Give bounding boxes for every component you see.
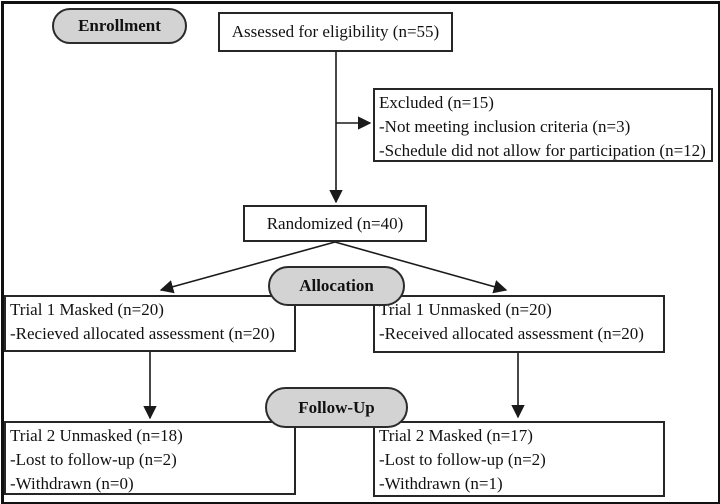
followup-stage-oval: Follow-Up — [265, 387, 408, 428]
allocation-stage-label: Allocation — [299, 276, 374, 295]
excluded-title: Excluded (n=15) — [379, 93, 494, 112]
allocation-right-title: Trial 1 Unmasked (n=20) — [379, 300, 552, 319]
followup-left-lost: -Lost to follow-up (n=2) — [10, 450, 177, 469]
excluded-reason-1: -Not meeting inclusion criteria (n=3) — [379, 117, 631, 136]
followup-left-box: Trial 2 Unmasked (n=18) -Lost to follow-… — [4, 421, 296, 495]
randomized-box: Randomized (n=40) — [243, 205, 427, 242]
excluded-box: Excluded (n=15) -Not meeting inclusion c… — [373, 88, 713, 162]
allocation-left-detail: -Recieved allocated assessment (n=20) — [10, 324, 275, 343]
excluded-reason-2: -Schedule did not allow for participatio… — [379, 141, 706, 160]
followup-right-title: Trial 2 Masked (n=17) — [379, 426, 533, 445]
enrollment-stage-oval: Enrollment — [52, 8, 187, 44]
followup-right-lost: -Lost to follow-up (n=2) — [379, 450, 546, 469]
allocation-right-detail: -Received allocated assessment (n=20) — [379, 324, 644, 343]
enrollment-stage-label: Enrollment — [78, 16, 161, 35]
allocation-right-box: Trial 1 Unmasked (n=20) -Received alloca… — [373, 295, 665, 353]
followup-right-box: Trial 2 Masked (n=17) -Lost to follow-up… — [373, 421, 665, 497]
allocation-left-title: Trial 1 Masked (n=20) — [10, 300, 164, 319]
followup-right-withdrawn: -Withdrawn (n=1) — [379, 474, 503, 493]
assessed-eligibility-text: Assessed for eligibility (n=55) — [231, 22, 440, 41]
allocation-stage-oval: Allocation — [268, 266, 405, 306]
followup-left-withdrawn: -Withdrawn (n=0) — [10, 474, 134, 493]
assessed-eligibility-box: Assessed for eligibility (n=55) — [218, 12, 453, 52]
allocation-left-box: Trial 1 Masked (n=20) -Recieved allocate… — [4, 295, 296, 352]
followup-stage-label: Follow-Up — [298, 397, 375, 417]
randomized-text: Randomized (n=40) — [266, 213, 404, 233]
followup-left-title: Trial 2 Unmasked (n=18) — [10, 426, 183, 445]
